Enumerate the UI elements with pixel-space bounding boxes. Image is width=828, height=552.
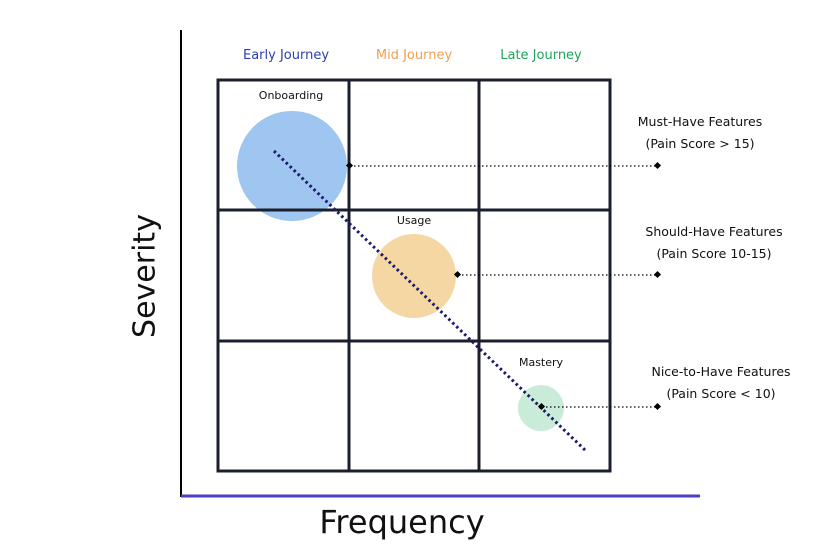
trend-line [272, 149, 588, 453]
y-axis-title: Severity [127, 214, 163, 338]
tier-title: Must-Have Features [637, 114, 763, 129]
column-label-late-journey: Late Journey [500, 48, 582, 63]
tier-score: (Pain Score 10-15) [656, 246, 772, 261]
bubble-label-usage: Usage [396, 214, 432, 227]
tier-title: Should-Have Features [645, 224, 783, 239]
leader-line-nice-to-have [537, 402, 662, 411]
column-label-mid-journey: Mid Journey [375, 48, 453, 63]
bubble-usage [372, 234, 456, 318]
bubble-label-mastery: Mastery [518, 356, 564, 369]
tier-title: Nice-to-Have Features [651, 364, 791, 379]
tier-label-must-have: Must-Have Features (Pain Score > 15) [638, 111, 763, 155]
leader-line-must-have [345, 161, 662, 170]
tier-score: (Pain Score < 10) [666, 386, 776, 401]
leader-line-should-have [453, 270, 662, 279]
tier-label-nice-to-have: Nice-to-Have Features (Pain Score < 10) [651, 361, 790, 405]
x-axis-title: Frequency [319, 503, 485, 541]
tier-score: (Pain Score > 15) [645, 136, 755, 151]
column-label-early-journey: Early Journey [242, 48, 330, 63]
bubble-label-onboarding: Onboarding [258, 89, 324, 102]
tier-label-should-have: Should-Have Features (Pain Score 10-15) [645, 221, 782, 265]
